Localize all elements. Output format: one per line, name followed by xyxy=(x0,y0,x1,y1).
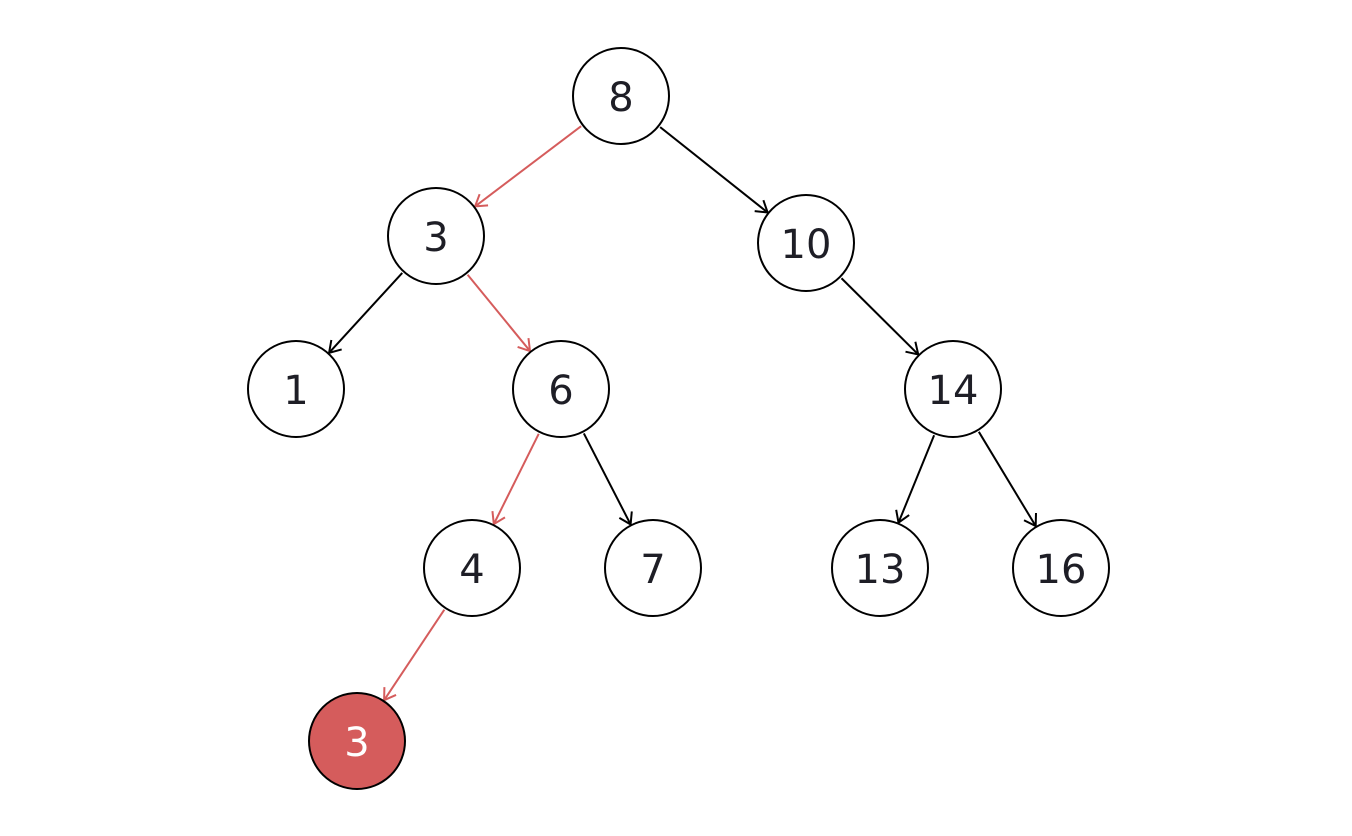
inserted-node: 3 xyxy=(308,692,406,790)
node-circle xyxy=(572,47,670,145)
node-circle xyxy=(308,692,406,790)
edge-n4-nnew xyxy=(383,609,446,702)
node-label: 7 xyxy=(640,547,665,593)
node-circle xyxy=(904,340,1002,438)
node-circle xyxy=(423,519,521,617)
tree-node: 14 xyxy=(904,340,1002,438)
node-label: 1 xyxy=(283,368,308,414)
tree-node: 16 xyxy=(1012,519,1110,617)
edge-n8-n3 xyxy=(473,125,582,208)
edge-n6-n7 xyxy=(582,433,633,527)
edge-n10-n14 xyxy=(840,277,920,356)
arrowhead-icon xyxy=(754,199,770,214)
node-circle xyxy=(757,194,855,292)
node-circle xyxy=(604,519,702,617)
edge-n14-n13 xyxy=(895,434,936,525)
arrowhead-icon xyxy=(327,339,342,355)
edge-line xyxy=(977,431,1037,527)
node-label: 3 xyxy=(344,720,369,766)
edge-n8-n10 xyxy=(659,126,770,214)
node-label: 10 xyxy=(781,222,832,268)
edge-n3-n1 xyxy=(327,272,403,355)
tree-node: 4 xyxy=(423,519,521,617)
edge-line xyxy=(840,277,919,356)
tree-node: 7 xyxy=(604,519,702,617)
tree-node: 13 xyxy=(831,519,929,617)
tree-node: 1 xyxy=(247,340,345,438)
node-label: 6 xyxy=(548,368,573,414)
arrowhead-icon xyxy=(491,511,506,526)
edge-n6-n4 xyxy=(491,433,540,526)
edge-line xyxy=(492,433,540,525)
edge-line xyxy=(383,609,446,701)
edge-line xyxy=(466,274,531,352)
tree-node: 6 xyxy=(512,340,610,438)
node-label: 16 xyxy=(1036,547,1087,593)
node-circle xyxy=(512,340,610,438)
edge-line xyxy=(897,434,936,524)
node-circle xyxy=(831,519,929,617)
edge-line xyxy=(659,126,769,214)
tree-node: 8 xyxy=(572,47,670,145)
node-circle xyxy=(247,340,345,438)
node-label: 14 xyxy=(928,368,979,414)
edge-n3-n6 xyxy=(466,274,532,353)
node-label: 4 xyxy=(459,547,484,593)
node-label: 3 xyxy=(423,215,448,261)
tree-node: 10 xyxy=(757,194,855,292)
edge-line xyxy=(328,272,403,354)
edges-layer xyxy=(327,125,1037,702)
tree-node: 3 xyxy=(387,187,485,285)
node-circle xyxy=(387,187,485,285)
node-label: 13 xyxy=(855,547,906,593)
edge-line xyxy=(474,125,582,208)
edge-line xyxy=(582,433,632,525)
arrowhead-icon xyxy=(905,341,920,356)
node-circle xyxy=(1012,519,1110,617)
edge-n14-n16 xyxy=(977,431,1037,528)
node-label: 8 xyxy=(608,75,633,121)
